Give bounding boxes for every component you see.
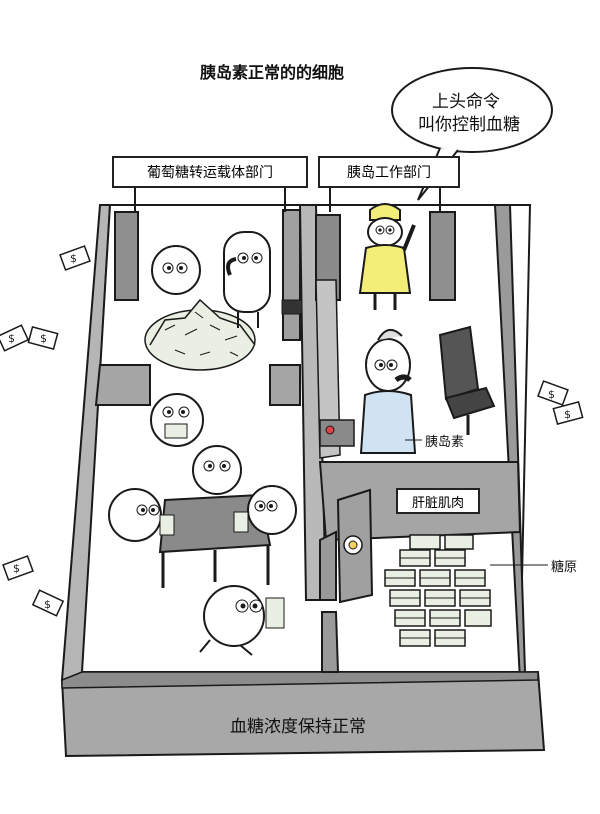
money-pile-icon: [144, 298, 256, 371]
speech-bubble-text-1: 上头命令: [432, 92, 500, 112]
sign-islet-work: 胰岛工作部门: [318, 156, 460, 188]
boss-character-raincoat: [358, 203, 416, 310]
dollar-symbol: $: [548, 388, 555, 401]
dollar-symbol: $: [564, 408, 571, 421]
dollar-symbol: $: [8, 332, 15, 345]
office-chair-icon: [438, 325, 496, 435]
cell-building: [60, 204, 546, 758]
glycogen-callout-label: 糖原: [551, 560, 578, 575]
dollar-bills-icon: [0, 245, 584, 617]
glucose-character-table-right: [233, 485, 297, 535]
insulin-character: [319, 329, 417, 454]
glucose-character-1: [151, 245, 201, 295]
sign-glucose-transport: 葡萄糖转运载体部门: [112, 156, 308, 188]
glucose-character-phone: [223, 231, 271, 328]
dollar-symbol: $: [44, 598, 51, 611]
dollar-sign-glyphs: $ $ $ $ $ $ $: [8, 252, 571, 611]
vault-door-icon: [336, 488, 374, 604]
dollar-symbol: $: [70, 252, 77, 265]
dollar-symbol: $: [40, 332, 47, 345]
page-title: 胰岛素正常的的细胞: [200, 63, 345, 82]
glucose-character-table-left: [108, 488, 175, 542]
glucose-character-table-top: [192, 445, 242, 495]
glycogen-stacks-icon: [384, 534, 492, 647]
dollar-symbol: $: [13, 562, 20, 575]
insulin-callout-label: 胰岛素: [425, 435, 465, 450]
speech-bubble-text-2: 叫你控制血糖: [418, 115, 520, 135]
glucose-character-running: [199, 585, 285, 656]
meeting-table-icon: [158, 493, 272, 588]
glucose-character-money: [150, 393, 204, 447]
footer-caption: 血糖浓度保持正常: [230, 717, 366, 737]
sign-liver-muscle: 肝脏肌肉: [396, 488, 480, 514]
telephone-icon: [281, 299, 303, 315]
